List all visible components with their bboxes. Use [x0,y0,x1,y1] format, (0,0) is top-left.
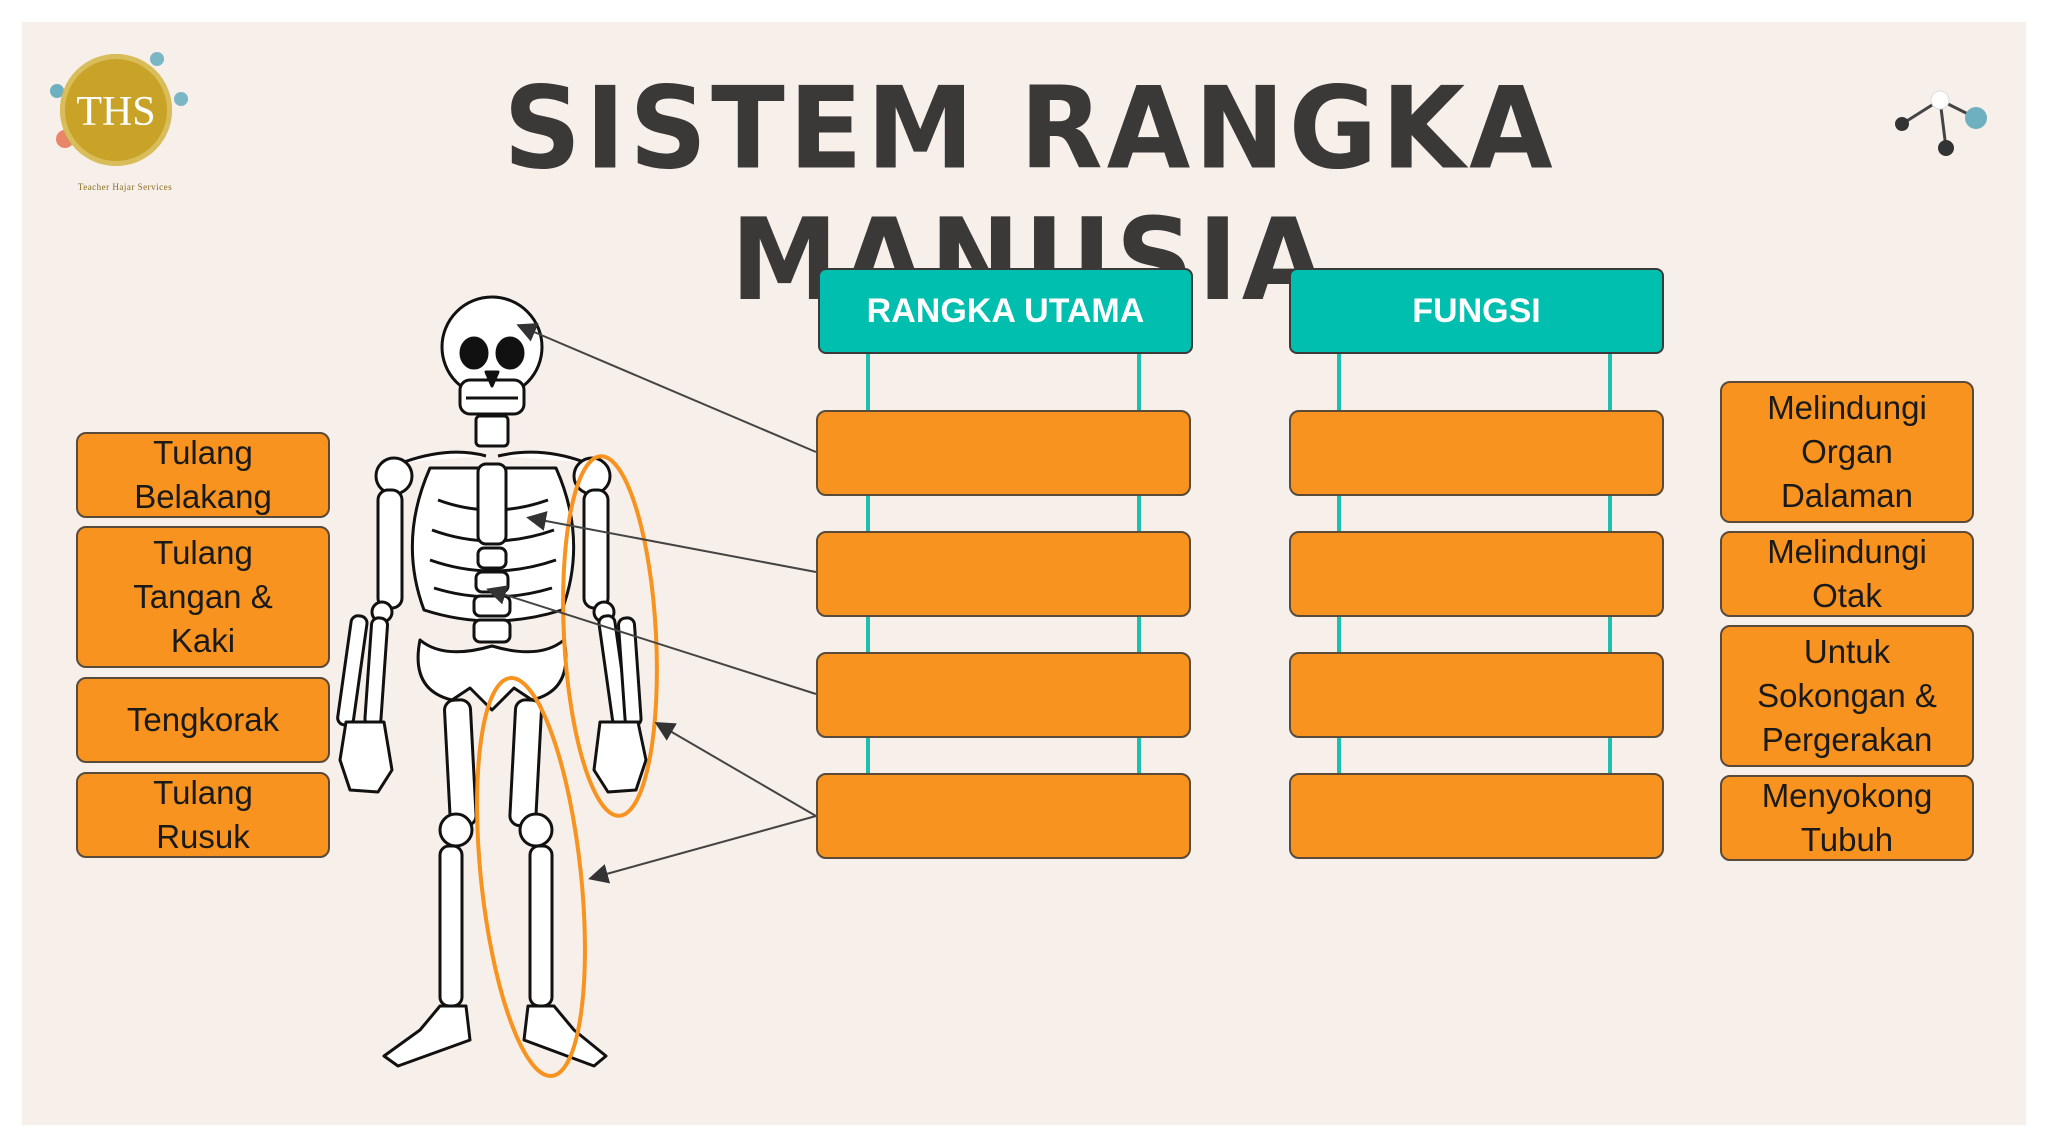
logo-dot [50,84,64,98]
answer-slot-rangka-3[interactable] [816,652,1191,738]
page-title: SISTEM RANGKA MANUSIA [503,63,1557,327]
answer-slot-rangka-1[interactable] [816,410,1191,496]
label-tulang-tangan-kaki[interactable]: Tulang Tangan & Kaki [76,526,330,668]
logo-dot [150,52,164,66]
answer-slot-fungsi-2[interactable] [1289,531,1664,617]
answer-slot-rangka-2[interactable] [816,531,1191,617]
label-menyokong-tubuh[interactable]: Menyokong Tubuh [1720,775,1974,861]
label-melindungi-organ-dalaman[interactable]: Melindungi Organ Dalaman [1720,381,1974,523]
answer-slot-fungsi-1[interactable] [1289,410,1664,496]
header-rangka-utama: RANGKA UTAMA [818,268,1193,354]
header-fungsi: FUNGSI [1289,268,1664,354]
answer-slot-rangka-4[interactable] [816,773,1191,859]
logo-subtitle: Teacher Hajar Services [77,182,173,192]
logo-dot [174,92,188,106]
label-melindungi-otak[interactable]: Melindungi Otak [1720,531,1974,617]
ths-logo: THS Teacher Hajar Services [50,46,200,206]
label-sokongan-pergerakan[interactable]: Untuk Sokongan & Pergerakan [1720,625,1974,767]
label-tengkorak[interactable]: Tengkorak [76,677,330,763]
logo-circle [60,54,172,166]
logo-text: THS [76,89,156,135]
answer-slot-fungsi-4[interactable] [1289,773,1664,859]
answer-slot-fungsi-3[interactable] [1289,652,1664,738]
label-tulang-rusuk[interactable]: Tulang Rusuk [76,772,330,858]
molecule-icon [1895,90,1987,156]
label-tulang-belakang[interactable]: Tulang Belakang [76,432,330,518]
